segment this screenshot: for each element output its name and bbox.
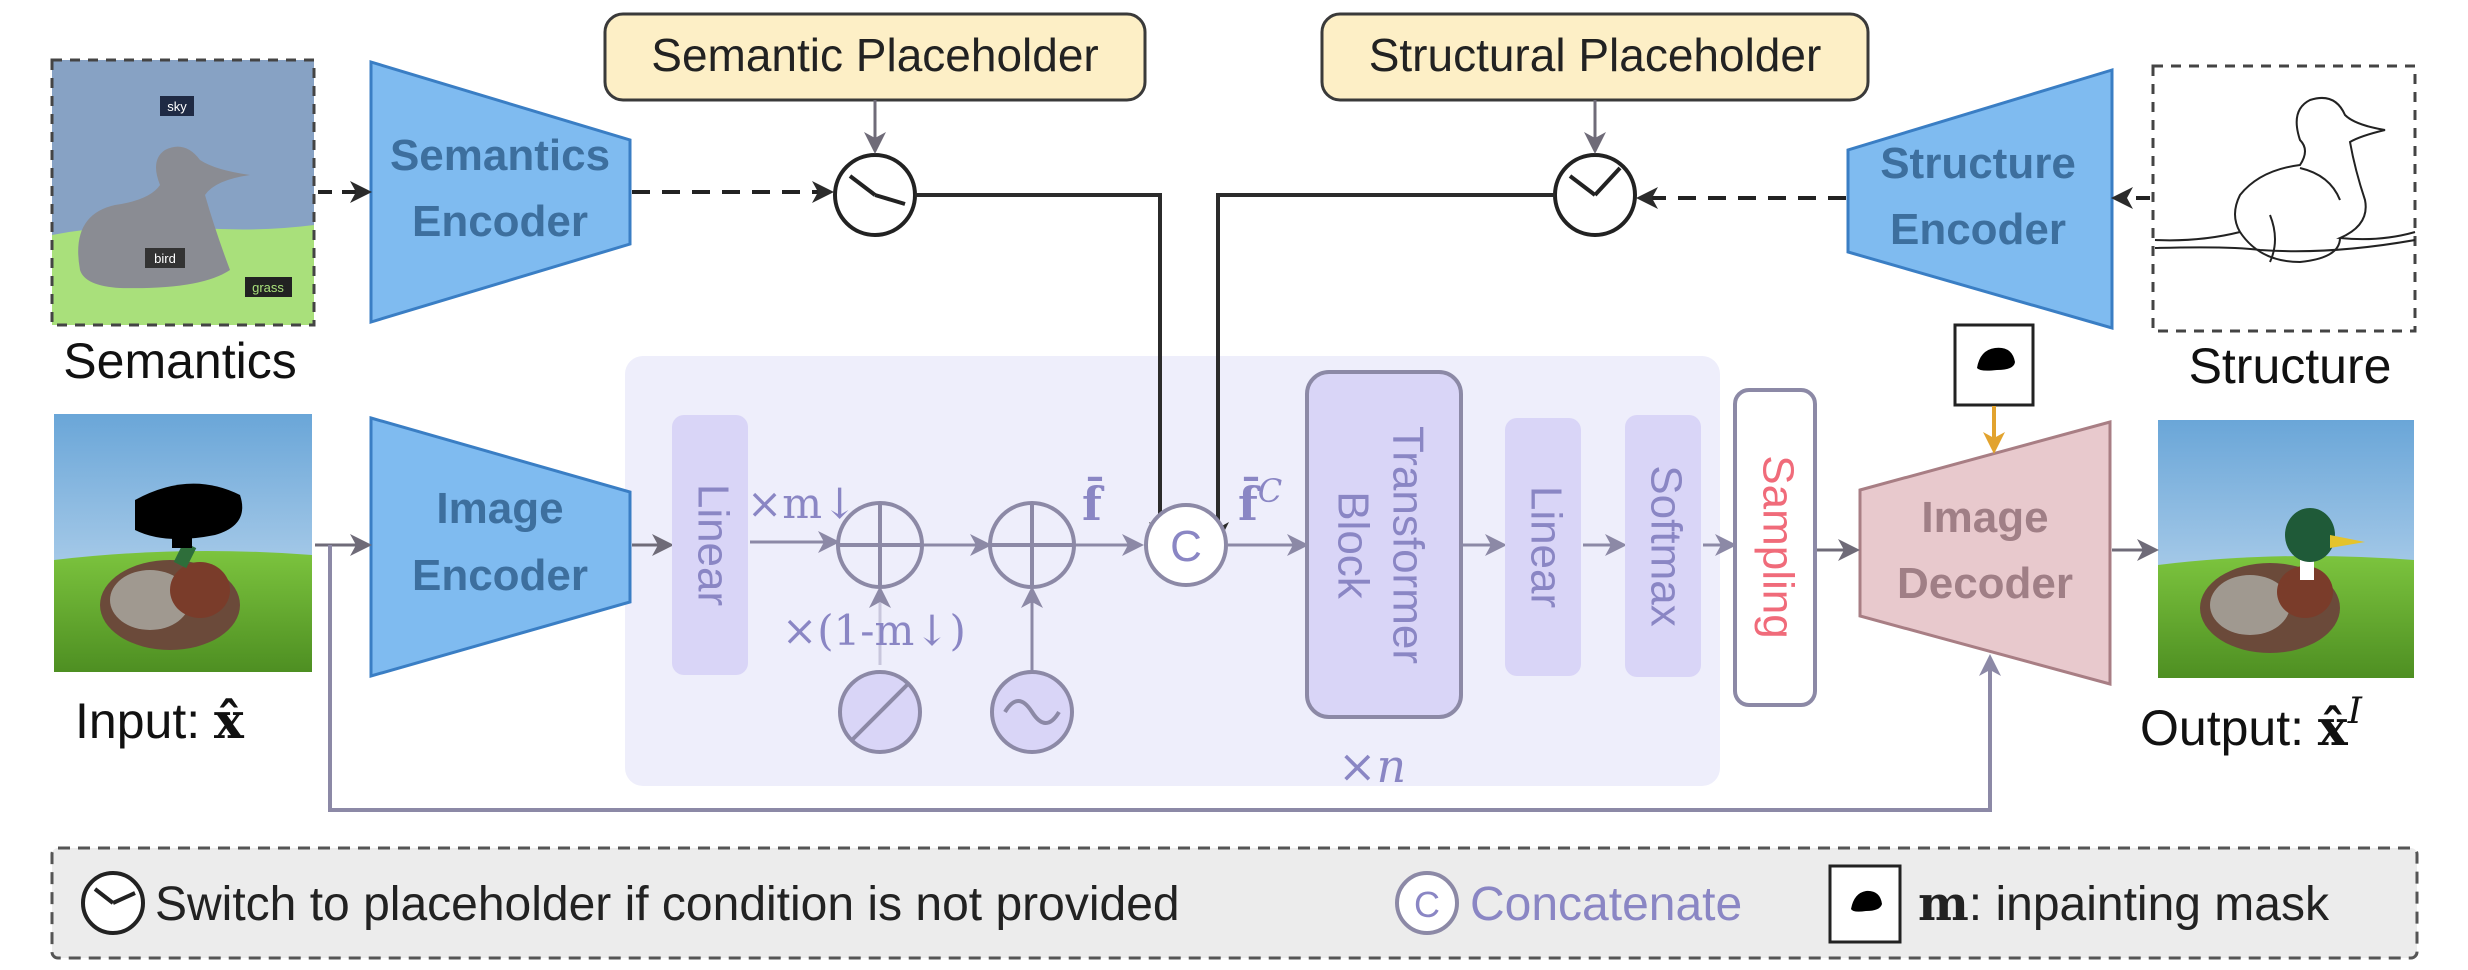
linear-1-label: Linear xyxy=(688,484,737,606)
linear-2 xyxy=(1505,418,1581,676)
softmax-label: Softmax xyxy=(1641,465,1690,626)
semantics-encoder-label-1: Semantics xyxy=(390,131,610,180)
structural-placeholder-label: Structural Placeholder xyxy=(1369,29,1822,81)
legend-concat-text: Concatenate xyxy=(1470,878,1742,931)
plus-node-2 xyxy=(988,501,1076,589)
transformer-block-label-1: Transformer xyxy=(1383,426,1432,664)
image-encoder-label-1: Image xyxy=(436,484,563,533)
structure-encoder-label-1: Structure xyxy=(1880,139,2076,188)
mask-mult-label: ×m↓ xyxy=(747,479,857,528)
legend-box xyxy=(50,846,2419,960)
repeat-label: ×n xyxy=(1338,739,1406,793)
sampling-label: Sampling xyxy=(1753,455,1802,638)
semantics-image: sky bird grass xyxy=(50,58,316,327)
image-encoder-label-2: Encoder xyxy=(412,551,588,600)
structural-switch-icon xyxy=(1553,153,1637,237)
image-decoder-label-2: Decoder xyxy=(1897,559,2073,608)
legend-switch-icon xyxy=(81,871,145,935)
structure-caption: Structure xyxy=(2189,338,2392,394)
image-encoder xyxy=(369,416,632,678)
semantics-encoder-label-2: Encoder xyxy=(412,197,588,246)
sky-label: sky xyxy=(167,99,187,114)
transformer-block-label-2: Block xyxy=(1328,491,1377,600)
sampling xyxy=(1733,388,1817,707)
semantics-caption: Semantics xyxy=(63,333,296,389)
fc-bar-label: f̄C xyxy=(1238,472,1282,531)
concat-symbol: C xyxy=(1170,522,1202,571)
mask-icon xyxy=(1953,323,2035,407)
structure-encoder xyxy=(1846,67,2114,330)
concat-node: C xyxy=(1144,503,1228,587)
structure-sketch xyxy=(2151,64,2417,333)
image-decoder xyxy=(1858,420,2112,686)
legend-mask-icon xyxy=(1828,864,1902,944)
semantics-encoder xyxy=(369,59,632,325)
transformer-block xyxy=(1305,370,1463,719)
grass-label: grass xyxy=(252,280,284,295)
plus-node-1 xyxy=(836,501,924,589)
f-bar-label: f̄ xyxy=(1082,476,1105,531)
semantic-switch-icon xyxy=(833,153,917,237)
structure-encoder-label-2: Encoder xyxy=(1890,205,2066,254)
legend-mask-text: m: inpainting mask xyxy=(1918,876,2330,932)
output-image xyxy=(2158,420,2414,678)
linear-2-label: Linear xyxy=(1521,486,1570,608)
legend-switch-text: Switch to placeholder if condition is no… xyxy=(155,878,1180,931)
softmax xyxy=(1625,415,1701,677)
input-image xyxy=(54,414,312,672)
output-caption: Output: x̂I xyxy=(2140,691,2363,757)
legend-concat-icon: C xyxy=(1395,871,1459,935)
positional-embedding-icon xyxy=(990,670,1074,754)
legend-concat-symbol: C xyxy=(1414,884,1440,925)
mask-token-icon xyxy=(838,670,922,754)
input-caption: Input: x̂ xyxy=(75,691,245,750)
linear-1 xyxy=(672,415,748,675)
bird-label: bird xyxy=(154,251,176,266)
inv-mask-mult-label: ×(1-m↓) xyxy=(782,606,966,655)
semantic-placeholder-label: Semantic Placeholder xyxy=(651,29,1098,81)
image-decoder-label-1: Image xyxy=(1921,493,2048,542)
